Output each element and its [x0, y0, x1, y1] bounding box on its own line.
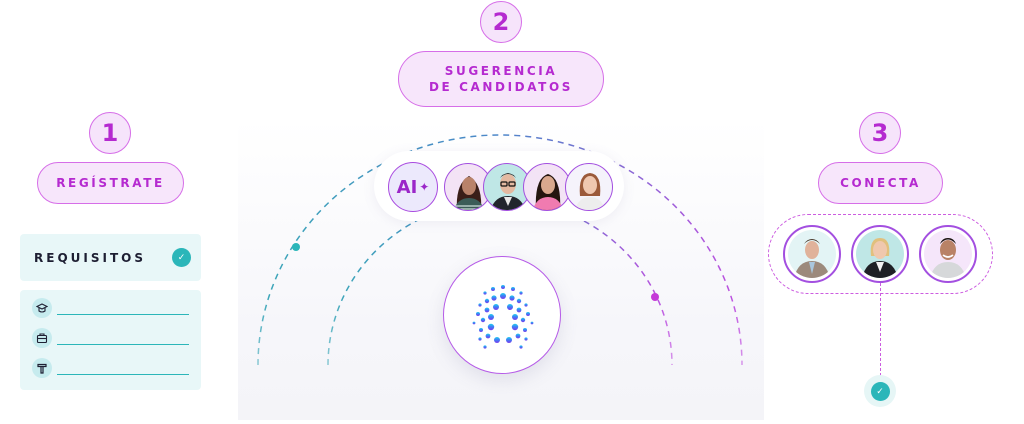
- requirements-header: REQUISITOS ✓: [20, 234, 201, 281]
- person-icon: [453, 176, 485, 210]
- connection-line: [880, 283, 881, 381]
- connect-avatar-1[interactable]: [783, 225, 841, 283]
- requirements-title: REQUISITOS: [34, 250, 146, 265]
- ai-badge[interactable]: AI ✦: [388, 162, 438, 212]
- sparkle-icon: ✦: [419, 180, 430, 194]
- requirement-row-experience[interactable]: [32, 328, 189, 348]
- hammer-icon: [32, 358, 52, 378]
- candidate-avatar-4[interactable]: [565, 163, 613, 211]
- requirement-input-line: [57, 373, 189, 375]
- candidate-avatar-3[interactable]: [523, 163, 571, 211]
- candidate-avatar-2[interactable]: [483, 163, 531, 211]
- step-2-number: 2: [480, 1, 522, 43]
- step-3-label-pill[interactable]: CONECTA: [818, 162, 943, 204]
- person-icon: [862, 238, 898, 278]
- person-icon: [794, 239, 830, 278]
- requirement-input-line: [57, 343, 189, 345]
- ai-badge-text: AI: [396, 176, 418, 198]
- person-icon: [574, 173, 606, 210]
- person-icon: [490, 173, 526, 210]
- check-icon: ✓: [870, 381, 890, 401]
- teal-dot: [292, 243, 300, 251]
- requirement-row-skills[interactable]: [32, 358, 189, 378]
- match-confirmed: ✓: [864, 375, 896, 407]
- briefcase-icon: [32, 328, 52, 348]
- step-1-number: 1: [89, 112, 131, 154]
- connect-avatar-2-selected[interactable]: [851, 225, 909, 283]
- requirements-list: [20, 290, 201, 390]
- step-2-label-line2: DE CANDIDATOS: [428, 80, 574, 94]
- requirement-input-line: [57, 313, 189, 315]
- check-icon: ✓: [172, 248, 191, 267]
- connect-avatar-3[interactable]: [919, 225, 977, 283]
- step-2-label-pill[interactable]: SUGERENCIA DE CANDIDATOS: [398, 51, 604, 107]
- step-1-label-pill[interactable]: REGÍSTRATE: [37, 162, 184, 204]
- person-icon: [930, 238, 966, 278]
- requirement-row-education[interactable]: [32, 298, 189, 318]
- dotted-arc-logo-icon: [472, 285, 534, 349]
- step-3-number: 3: [859, 112, 901, 154]
- platform-logo: [443, 256, 561, 374]
- person-icon: [532, 174, 564, 210]
- step-3-label: CONECTA: [840, 176, 921, 190]
- graduation-cap-icon: [32, 298, 52, 318]
- magenta-dot: [651, 293, 659, 301]
- step-1-label: REGÍSTRATE: [56, 176, 165, 190]
- candidate-avatar-1[interactable]: [444, 163, 492, 211]
- step-2-label-line1: SUGERENCIA: [444, 64, 558, 78]
